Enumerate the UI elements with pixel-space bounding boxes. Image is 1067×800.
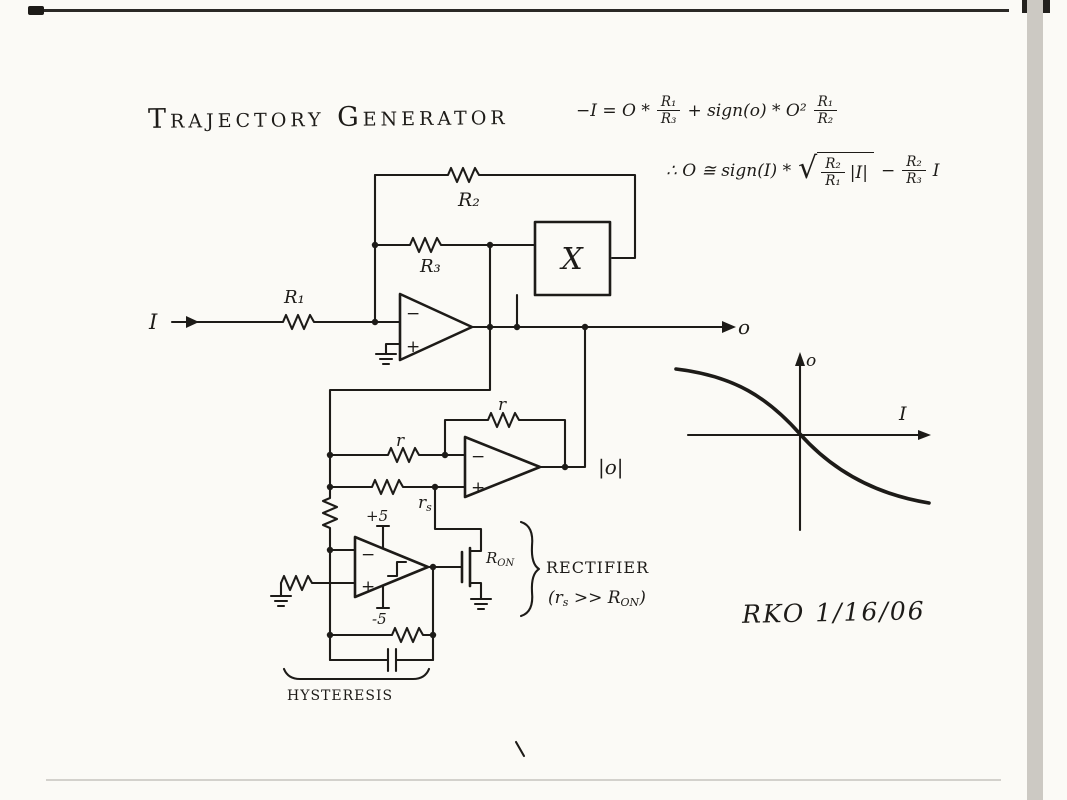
hysteresis-underbrace — [282, 667, 431, 681]
comparator-plus-wire-with-resistor — [279, 574, 357, 592]
hysteresis-resistor-wire — [328, 626, 435, 644]
main-opamp-minus: − — [406, 304, 420, 324]
rectifier-circuit: RON RECTIFIER (rs >> RON) — [433, 485, 649, 618]
abs-opamp-plus: + — [471, 478, 485, 498]
output-arrowhead — [722, 321, 736, 333]
graph-y-label: o — [806, 351, 816, 371]
main-opamp-ground — [374, 342, 402, 366]
rs-label: rs — [418, 493, 432, 514]
abs-feedback-wire-with-r — [443, 411, 567, 469]
scan-mark-top-left — [28, 6, 44, 15]
r2-feedback-wire — [373, 166, 637, 260]
equation-1: −I = O * R₁ R₃ + sign(o) * O² R₁ R₂ — [576, 94, 838, 127]
eq2-fraction-r2-r3: R₂ R₃ — [902, 154, 926, 187]
mosfet-drain-wire — [433, 485, 483, 553]
rectifier-brace — [519, 520, 541, 618]
hysteresis-capacitor-wire — [328, 647, 435, 673]
scan-edge-bottom — [46, 779, 1001, 781]
plus5-supply-stem — [375, 524, 391, 550]
scan-edge-right — [1027, 0, 1043, 800]
equation-2: ∴ O ≅ sign(I) * √ R₂ R₁ |I| − R₂ R₃ I — [666, 152, 940, 189]
eq1-fraction-r1-r3: R₁ R₃ — [656, 94, 681, 127]
minus5-supply-stem — [375, 584, 391, 610]
rectifier-condition-label: (rs >> RON) — [548, 588, 646, 609]
eq2-sqrt: √ R₂ R₁ |I| — [798, 152, 874, 189]
multiplier-label: X — [559, 242, 584, 277]
transfer-curve — [674, 367, 931, 505]
r-input-label: r — [396, 431, 405, 451]
graph-x-label: I — [898, 403, 907, 425]
r1-label: R₁ — [283, 287, 305, 308]
r2-label: R₂ — [457, 189, 480, 211]
graph-y-arrowhead — [795, 352, 805, 366]
comparator-triangle — [353, 535, 430, 599]
multiplier-box — [533, 220, 612, 297]
comparator-hysteresis-circuit: +5 -5 − + HYSTERESIS — [269, 507, 464, 704]
ron-label: RON — [485, 549, 515, 569]
minus5-label: -5 — [372, 610, 387, 628]
plus5-label: +5 — [366, 507, 388, 525]
comparator-plus: + — [361, 577, 375, 597]
eq2-abs-i: |I| — [849, 162, 868, 183]
junction-dots — [326, 241, 589, 639]
scan-edge-top — [34, 9, 1009, 12]
input-wire-with-r1 — [170, 313, 402, 331]
eq2-fraction-r2-r1: R₂ R₁ — [821, 156, 845, 189]
scan-speck — [514, 740, 526, 758]
bus-feed-wire — [321, 325, 492, 662]
input-arrowhead — [186, 316, 199, 328]
r3-label: R₃ — [419, 256, 441, 277]
abs-output-label: |o| — [598, 455, 624, 480]
abs-minus-wire-with-r — [328, 446, 467, 464]
abs-opamp-triangle — [463, 435, 542, 499]
eq1-lhs: −I = O * — [576, 100, 650, 121]
graph-x-arrowhead — [918, 430, 931, 440]
comparator-minus: − — [361, 545, 375, 565]
rectifier-label: RECTIFIER — [546, 558, 649, 577]
eq1-middle: + sign(o) * O² — [687, 100, 807, 121]
schmitt-symbol — [386, 560, 408, 578]
comparator-input-ground — [269, 581, 293, 608]
r3-feedback-wire — [373, 236, 537, 254]
eq2-lhs: ∴ O ≅ sign(I) * — [666, 160, 792, 181]
main-opamp-triangle — [398, 292, 474, 362]
abs-branch-vertical — [538, 325, 587, 469]
abs-opamp-minus: − — [471, 447, 485, 467]
hysteresis-label: HYSTERESIS — [287, 688, 393, 704]
input-label: I — [148, 310, 158, 334]
mosfet-source-ground — [469, 597, 493, 611]
absolute-value-circuit: r r rs − + |o| — [328, 395, 624, 514]
main-amplifier-loop: I R₁ R₂ R₃ X o − + — [148, 166, 750, 662]
eq2-minus: − — [880, 160, 896, 181]
abs-plus-wire-with-rs — [328, 478, 467, 496]
transfer-curve-graph: o I — [674, 351, 931, 532]
radical-sign: √ — [798, 151, 818, 186]
eq1-fraction-r1-r2: R₁ R₂ — [813, 94, 838, 127]
main-opamp-plus: + — [406, 337, 420, 357]
mosfet-source-wire — [468, 581, 483, 601]
r-feedback-label: r — [498, 395, 507, 415]
output-label: o — [738, 315, 750, 339]
eq2-tail: I — [932, 160, 940, 181]
